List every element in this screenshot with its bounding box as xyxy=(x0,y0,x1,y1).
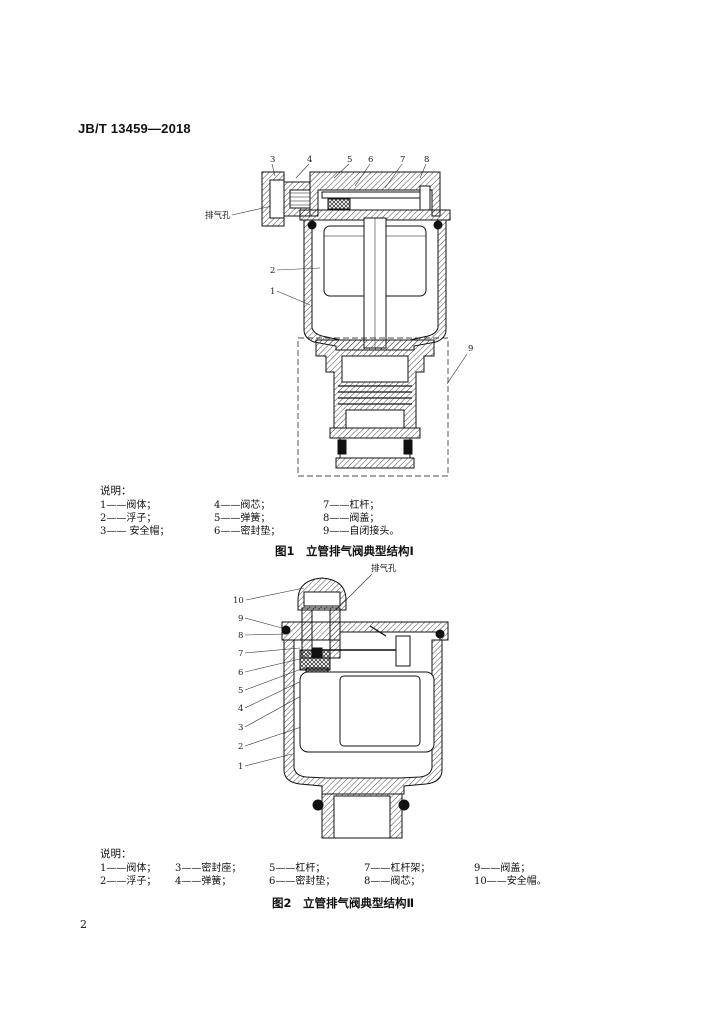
fig2-label-3: 3 xyxy=(238,723,243,733)
fig1-label-3: 3 xyxy=(270,155,275,165)
fig1-label-1: 1 xyxy=(270,287,275,297)
fig1-legend-item: 5——弹簧； xyxy=(214,513,271,524)
fig2-vent-label: 排气孔 xyxy=(371,563,397,574)
fig2-label-5: 5 xyxy=(238,686,243,696)
fig2-label-1: 1 xyxy=(238,762,243,772)
fig1-vent-label: 排气孔 xyxy=(205,210,231,221)
fig2-caption: 图2 立管排气阀典型结构Ⅱ xyxy=(272,896,415,910)
fig1-legend-item: 7——杠杆； xyxy=(323,500,380,511)
fig1-label-4: 4 xyxy=(307,155,312,165)
fig2-legend-item: 8——阀芯； xyxy=(364,876,421,887)
fig2-legend-item: 9——阀盖； xyxy=(474,863,531,874)
fig1-label-9: 9 xyxy=(468,344,473,354)
fig2-label-4: 4 xyxy=(238,704,243,714)
fig2-legend-item: 4——弹簧； xyxy=(175,876,232,887)
fig1-legend-item: 9——自闭接头。 xyxy=(323,526,400,537)
fig2-legend-item: 6——密封垫； xyxy=(269,876,336,887)
fig1-label-5: 5 xyxy=(347,155,352,165)
fig1-legend-item: 4——阀芯； xyxy=(214,500,271,511)
fig2-legend-item: 7——杠杆架； xyxy=(364,863,431,874)
fig1-label-6: 6 xyxy=(368,155,373,165)
fig2-label-9: 9 xyxy=(238,614,243,624)
fig1-legend-title: 说明： xyxy=(100,485,132,497)
fig2-legend-item: 2——浮子； xyxy=(100,876,157,887)
fig1-legend-item: 1——阀体； xyxy=(100,500,157,511)
fig1-label-8: 8 xyxy=(424,155,429,165)
document-code: JB/T 13459—2018 xyxy=(78,121,191,136)
fig2-legend-item: 5——杠杆； xyxy=(269,863,326,874)
fig1-caption: 图1 立管排气阀典型结构Ⅰ xyxy=(275,544,414,558)
fig2-label-10: 10 xyxy=(233,596,244,606)
fig2-label-2: 2 xyxy=(238,742,243,752)
fig2-legend-title: 说明： xyxy=(100,848,132,860)
fig1-legend-item: 3—— 安全帽； xyxy=(100,526,170,537)
fig1-legend-item: 8——阀盖； xyxy=(323,513,380,524)
fig1-legend-item: 6——密封垫； xyxy=(214,526,281,537)
fig1-legend-item: 2——浮子； xyxy=(100,513,157,524)
page-number: 2 xyxy=(80,918,87,931)
fig1-label-2: 2 xyxy=(270,266,275,276)
fig2-label-8: 8 xyxy=(238,631,243,641)
fig1-label-7: 7 xyxy=(400,155,405,165)
fig2-label-6: 6 xyxy=(238,668,243,678)
fig2-label-7: 7 xyxy=(238,649,243,659)
fig2-legend-item: 10——安全帽。 xyxy=(474,876,547,887)
fig2-legend-item: 3——密封座； xyxy=(175,863,242,874)
fig2-legend-item: 1——阀体； xyxy=(100,863,157,874)
